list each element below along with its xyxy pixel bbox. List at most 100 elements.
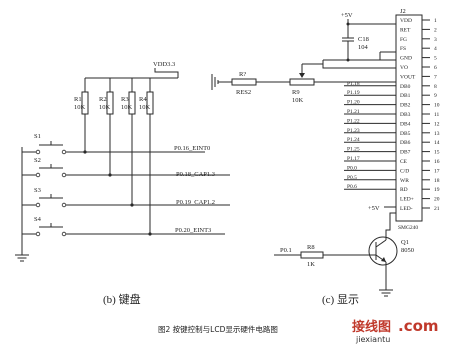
connector-pin: DB1 9	[400, 93, 437, 99]
svg-text:R4: R4	[139, 96, 147, 103]
svg-text:R8: R8	[307, 244, 315, 251]
pin-name: DB5	[400, 131, 411, 137]
pin-name: C/D	[400, 168, 409, 174]
pin-number: 7	[434, 74, 437, 80]
controller-net-list: P1.18P1.19P1.20P1.21P1.22P1.23P1.24P1.25…	[344, 81, 396, 190]
net-label: P1.23	[347, 128, 360, 134]
resistor-r4: R4 10K	[139, 91, 154, 115]
pin-number: 15	[434, 150, 440, 156]
svg-text:8050: 8050	[401, 247, 414, 254]
controller-net: P1.17	[344, 156, 396, 162]
pin-number: 4	[434, 46, 437, 52]
pin-name: DB3	[400, 112, 411, 118]
svg-text:Q1: Q1	[401, 239, 409, 246]
vdd-label: VDD3.3	[153, 61, 175, 68]
pin-number: 10	[434, 103, 440, 109]
net-label: P1.24	[347, 137, 360, 143]
pin-name: DB7	[400, 150, 411, 156]
watermark-logo: 接线图 .com jiexiantu	[352, 317, 439, 344]
resistor-rq: R? RES2	[231, 71, 257, 96]
switch-s4: S4 P0.20_EINT3	[22, 216, 225, 237]
switch-s1: S1 P0.16_EINT0	[22, 133, 210, 155]
pin-name: LED+	[400, 197, 414, 203]
connector-pin: VDD 1	[400, 18, 437, 24]
controller-net: P1.22	[344, 118, 396, 124]
connector-pin: FS 4	[400, 46, 437, 52]
net-label: P1.19	[347, 90, 360, 96]
pin-number: 12	[434, 121, 440, 127]
pin-name: RET	[400, 27, 411, 33]
net-label: P1.22	[347, 118, 360, 124]
keyboard-caption: (b) 键盘	[103, 292, 141, 306]
watermark-en: jiexiantu	[355, 335, 390, 344]
connector-pin: DB5 13	[400, 131, 440, 137]
svg-text:RES2: RES2	[236, 89, 251, 96]
connector-pin: GND 5	[400, 56, 437, 62]
connector-pin: LED+ 20	[400, 197, 440, 203]
pin-name: GND	[400, 56, 412, 62]
controller-net: P1.21	[344, 109, 396, 115]
pin-name: DB1	[400, 93, 411, 99]
svg-text:10K: 10K	[139, 104, 151, 111]
pin-number: 21	[434, 206, 440, 212]
pin-name: VDD	[400, 18, 412, 24]
resistor-r1: R1 10K	[74, 91, 89, 115]
pin-number: 5	[434, 56, 437, 62]
pin-number: 20	[434, 197, 440, 203]
pin-number: 14	[434, 140, 440, 146]
pin-name: VO	[400, 65, 408, 71]
svg-text:10K: 10K	[121, 104, 133, 111]
svg-text:S4: S4	[34, 216, 42, 223]
resistor-r8: R8 1K P0.1	[274, 244, 376, 268]
keyboard-circuit: VDD3.3 R1 10K R2 10K R3 10K R4 10K	[15, 61, 230, 306]
pin-number: 8	[434, 84, 437, 90]
net-p0-20: P0.20_EINT3	[175, 227, 211, 234]
pin-number: 2	[434, 27, 437, 33]
watermark-cn: 接线图	[352, 319, 391, 335]
pin-name: DB0	[400, 84, 411, 90]
connector-j2: J2 SMG240	[395, 8, 423, 231]
controller-net: P0.6	[344, 184, 396, 190]
svg-text:S2: S2	[34, 157, 41, 164]
vdd-lead	[154, 68, 179, 78]
ground-symbol-transistor	[379, 289, 393, 297]
pin-name: FS	[400, 46, 406, 52]
connector-pin: RET 2	[400, 27, 437, 33]
connector-pin: DB0 8	[400, 84, 437, 90]
pin-number: 1	[434, 18, 437, 24]
controller-net: P1.23	[344, 128, 396, 134]
supply-top-label: +5V	[341, 12, 353, 19]
svg-text:S3: S3	[34, 187, 41, 194]
supply-top-lead	[347, 19, 396, 25]
figure-caption: 图2 按键控制与LCD显示硬件电路图	[158, 324, 278, 334]
net-label: P0.5	[347, 175, 357, 181]
pin-name: CE	[400, 159, 408, 165]
controller-net: P0.0	[344, 165, 396, 171]
connector-pin: DB7 15	[400, 150, 440, 156]
connector-pin: VOUT 7	[400, 74, 437, 80]
pin-number: 6	[434, 65, 437, 71]
connector-pin: CE 16	[400, 159, 440, 165]
net-p0-19: P0.19_CAP1.2	[176, 199, 215, 206]
resistor-r2: R2 10K	[99, 91, 114, 115]
pin-number: 16	[434, 159, 440, 165]
controller-net: P0.5	[344, 175, 396, 181]
pin-number: 9	[434, 93, 437, 99]
pin-name: WR	[400, 178, 409, 184]
controller-net: P1.20	[344, 100, 396, 106]
net-p0-18: P0.18_CAP1.3	[176, 171, 215, 178]
pin-number: 13	[434, 131, 440, 137]
switch-s3: S3 P0.19_CAP1.2	[22, 187, 230, 208]
net-label: P1.18	[347, 81, 360, 87]
watermark-com: .com	[398, 317, 439, 335]
pin-name: VOUT	[400, 74, 416, 80]
svg-text:10K: 10K	[99, 104, 111, 111]
resistor-r3: R3 10K	[121, 91, 136, 115]
net-label: P1.25	[347, 147, 360, 153]
